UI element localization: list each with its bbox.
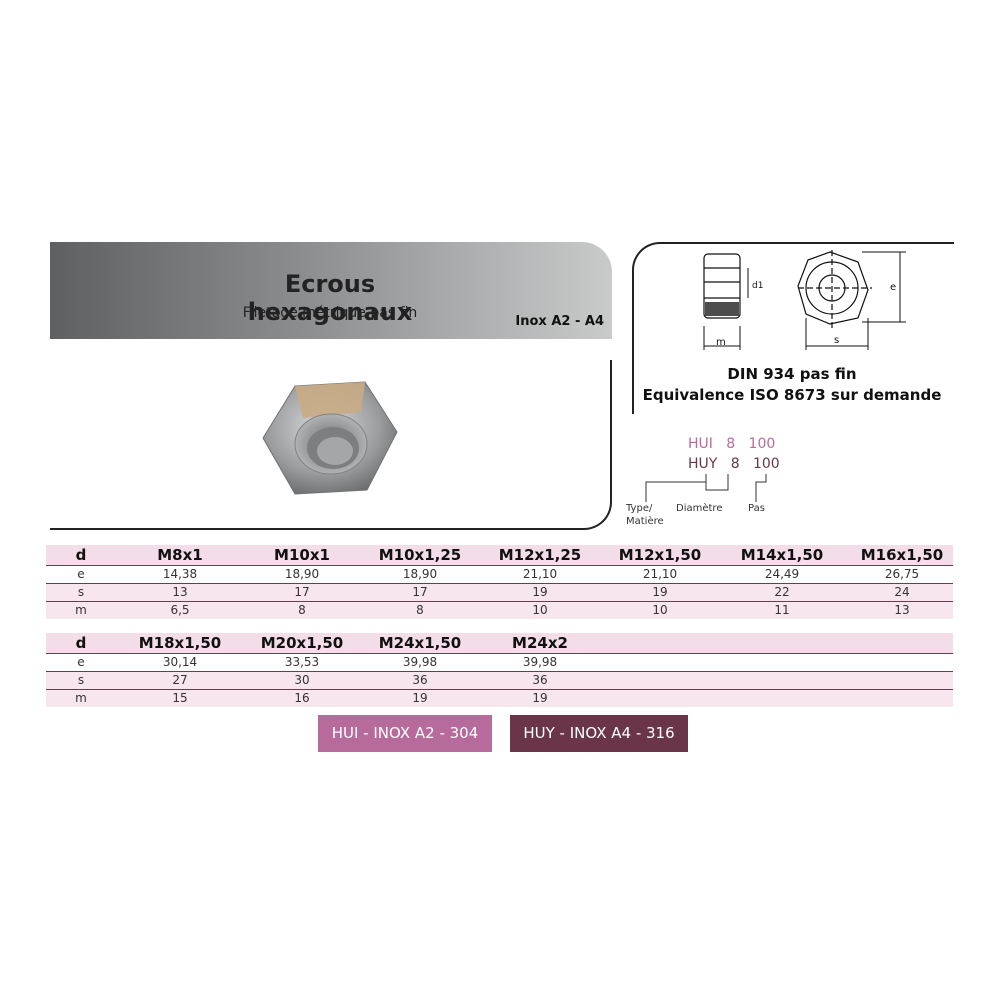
hex-nut-photo — [262, 381, 398, 495]
dimensions-table-2: d M18x1,50 M20x1,50 M24x1,50 M24x2 e 30,… — [46, 633, 953, 707]
table-cell: 33,53 — [284, 655, 320, 669]
table-col-header: M14x1,50 — [740, 546, 824, 564]
header-label-d: d — [75, 634, 87, 652]
ref-hui-pas: 100 — [748, 436, 776, 452]
table-row: m 6,5 8 8 10 10 11 13 — [46, 602, 953, 619]
table-cell: 36 — [532, 673, 548, 687]
table-cell: 18,90 — [402, 567, 438, 581]
table-cell: 19 — [412, 691, 428, 705]
technical-drawing: m d1 s e — [703, 250, 906, 350]
table-col-header: M20x1,50 — [260, 634, 344, 652]
ref-hui-type: HUI — [688, 436, 713, 452]
table-cell: 16 — [294, 691, 310, 705]
table-col-header: M24x2 — [512, 634, 568, 652]
table-cell: 18,90 — [284, 567, 320, 581]
table-cell: 30 — [294, 673, 310, 687]
page-title: Ecrous hexagonaux — [247, 270, 413, 326]
ref-huy-type: HUY — [688, 456, 718, 472]
header-label-d: d — [75, 546, 87, 564]
table-cell: 30,14 — [162, 655, 198, 669]
table-cell: 10 — [652, 603, 668, 617]
table-cell: 39,98 — [522, 655, 558, 669]
table-cell: 26,75 — [884, 567, 920, 581]
table-cell: 17 — [412, 585, 428, 599]
table-col-header: M12x1,50 — [618, 546, 702, 564]
page-subtitle: Filetage métrique pas fin — [242, 305, 418, 321]
header-banner: Ecrous hexagonaux Filetage métrique pas … — [50, 242, 612, 339]
table-col-header: M24x1,50 — [378, 634, 462, 652]
table-cell: 13 — [172, 585, 188, 599]
table-cell: 17 — [294, 585, 310, 599]
table-col-header: M18x1,50 — [138, 634, 222, 652]
table-row: e 30,14 33,53 39,98 39,98 — [46, 654, 953, 671]
ref-code-huy: HUY 8 100 — [688, 456, 780, 472]
table-col-header: M12x1,25 — [498, 546, 582, 564]
table-cell: 11 — [774, 603, 790, 617]
standard-name: DIN 934 pas fin — [727, 365, 857, 383]
table-col-header: M8x1 — [157, 546, 203, 564]
table-cell: 36 — [412, 673, 428, 687]
table-col-header: M16x1,50 — [860, 546, 944, 564]
table-cell: 24,49 — [764, 567, 800, 581]
ref-label-type: Type/ Matière — [626, 503, 664, 527]
material-label: Inox A2 - A4 — [515, 314, 604, 329]
dim-e-label: e — [890, 282, 896, 293]
table-cell: 15 — [172, 691, 188, 705]
table-cell: 27 — [172, 673, 188, 687]
table-row: m 15 16 19 19 — [46, 690, 953, 707]
table-cell: 21,10 — [642, 567, 678, 581]
table-row: s 13 17 17 19 19 22 24 — [46, 584, 953, 601]
dimensions-table-1: d M8x1 M10x1 M10x1,25 M12x1,25 M12x1,50 … — [46, 545, 953, 619]
table-cell: 39,98 — [402, 655, 438, 669]
table-cell: 22 — [774, 585, 790, 599]
table-cell: 19 — [532, 585, 548, 599]
table-cell: 21,10 — [522, 567, 558, 581]
table-header-row: d M8x1 M10x1 M10x1,25 M12x1,25 M12x1,50 … — [46, 545, 953, 565]
ref-label-pas: Pas — [748, 503, 765, 514]
table-cell: 13 — [894, 603, 910, 617]
table-cell: 24 — [894, 585, 910, 599]
table-cell: 10 — [532, 603, 548, 617]
standard-block: DIN 934 pas fin Equivalence ISO 8673 sur… — [632, 364, 952, 406]
table-cell: 6,5 — [170, 603, 190, 617]
table-row: e 14,38 18,90 18,90 21,10 21,10 24,49 26… — [46, 566, 953, 583]
drawing-frame — [632, 242, 954, 414]
table-cell: 8 — [416, 603, 424, 617]
ref-label-diametre: Diamètre — [676, 503, 723, 514]
dim-s-label: s — [834, 335, 839, 346]
table-cell: 14,38 — [162, 567, 198, 581]
ref-code-connectors — [645, 474, 767, 502]
badge-inox-a2: HUI - INOX A2 - 304 — [318, 715, 492, 752]
product-frame — [50, 360, 612, 530]
ref-hui-diam: 8 — [726, 436, 736, 452]
iso-equivalence: Equivalence ISO 8673 sur demande — [642, 386, 942, 404]
table-cell: 8 — [298, 603, 306, 617]
ref-code-hui: HUI 8 100 — [688, 436, 775, 452]
table-col-header: M10x1,25 — [378, 546, 462, 564]
table-cell: 19 — [532, 691, 548, 705]
badge-inox-a4: HUY - INOX A4 - 316 — [510, 715, 688, 752]
ref-huy-diam: 8 — [730, 456, 740, 472]
dim-m-label: m — [716, 337, 726, 348]
dim-d1-label: d1 — [752, 281, 763, 291]
table-cell: 19 — [652, 585, 668, 599]
ref-huy-pas: 100 — [752, 456, 780, 472]
table-row: s 27 30 36 36 — [46, 672, 953, 689]
table-header-row: d M18x1,50 M20x1,50 M24x1,50 M24x2 — [46, 633, 953, 653]
table-col-header: M10x1 — [274, 546, 330, 564]
